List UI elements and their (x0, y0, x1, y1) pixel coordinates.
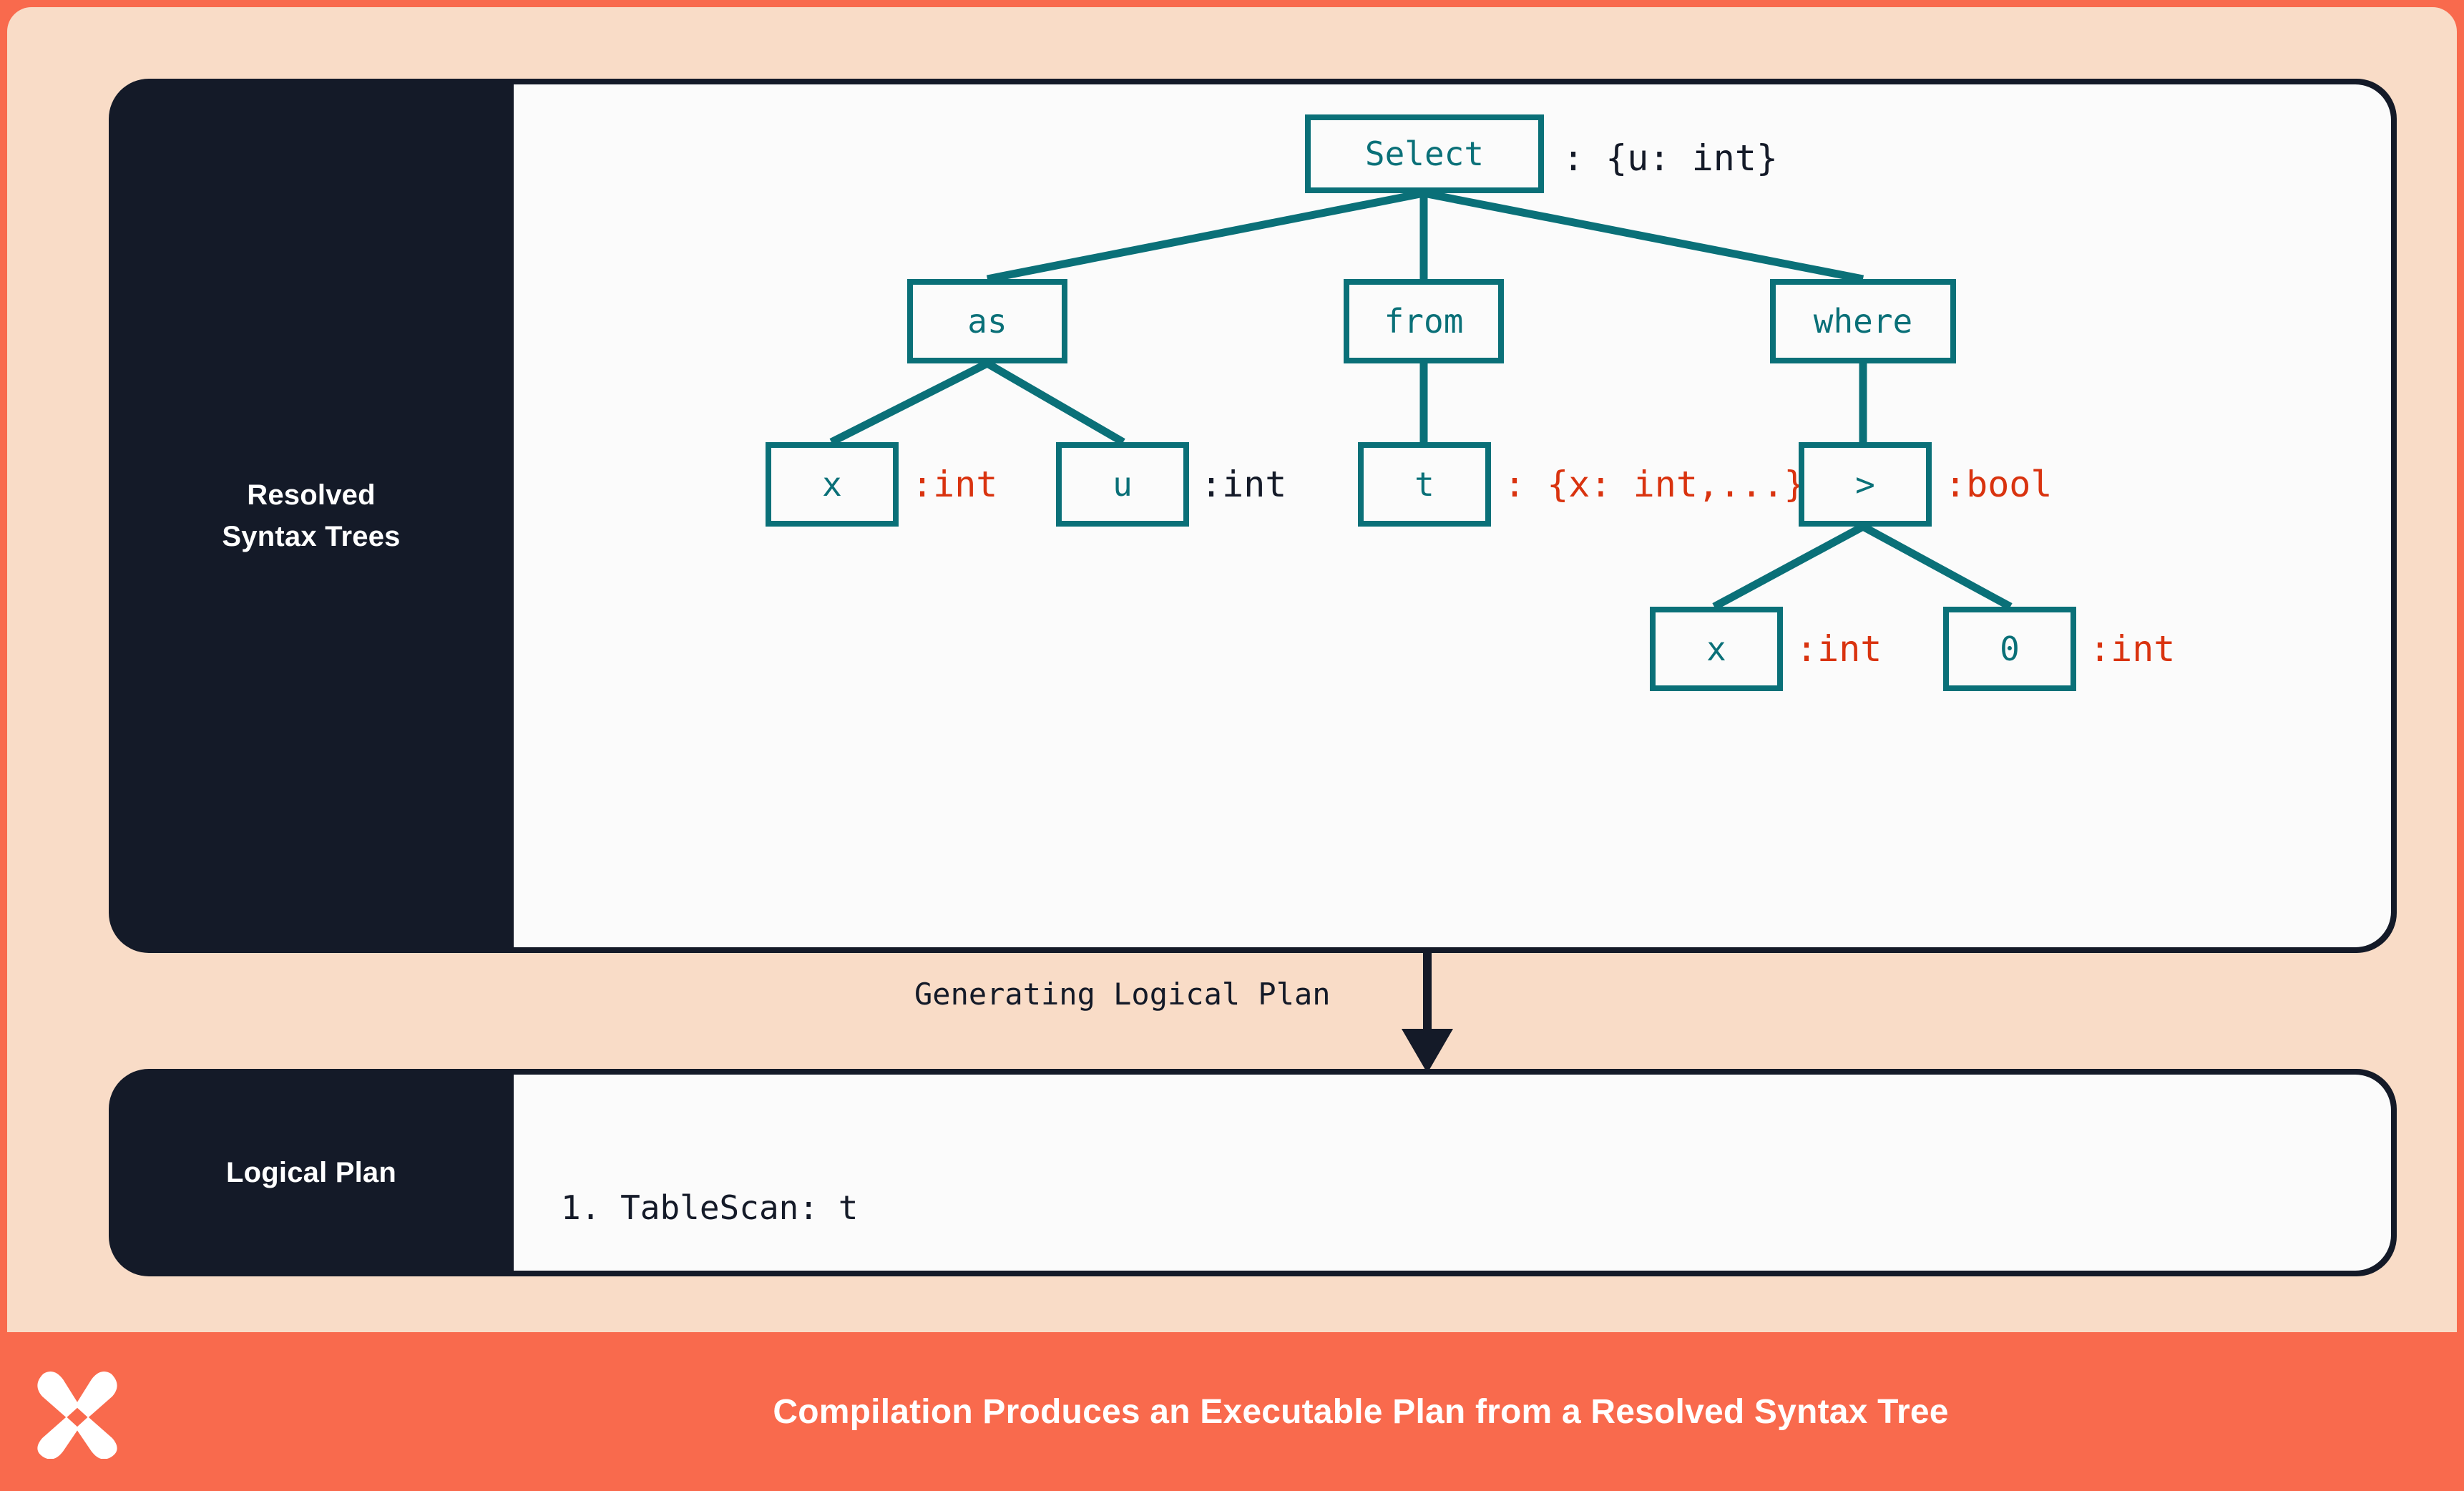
tree-node-where-label: where (1813, 302, 1913, 341)
stage-tree-label: Resolved Syntax Trees (109, 79, 514, 953)
tree-annotation-gt-zero: :int (2089, 628, 2176, 670)
tree-node-gt-x-label: x (1706, 630, 1726, 668)
tree-node-from-t-label: t (1414, 465, 1434, 504)
tree-node-from[interactable]: from (1344, 279, 1504, 363)
transition-caption: Generating Logical Plan (914, 977, 1331, 1012)
stage-tree-label-line2: Syntax Trees (222, 521, 401, 552)
tree-annotation-select: : {u: int} (1563, 137, 1779, 179)
footer-caption: Compilation Produces an Executable Plan … (773, 1392, 1949, 1431)
list-item: 1. TableScan: t (561, 1188, 859, 1228)
stage-plan-label: Logical Plan (109, 1069, 514, 1276)
tree-node-as-u[interactable]: u (1056, 442, 1189, 527)
stage-logical-plan: Logical Plan 1. TableScan: t 2. Filter: … (109, 1069, 2397, 1276)
tree-node-greater-than[interactable]: > (1799, 442, 1932, 527)
tree-node-as[interactable]: as (907, 279, 1067, 363)
tree-annotation-greater-than: :bool (1945, 464, 2053, 505)
tree-annotation-as-u: :int (1201, 464, 1287, 505)
stage-tree-label-line1: Resolved (247, 479, 376, 511)
tree-node-select[interactable]: Select (1305, 114, 1544, 193)
tree-node-gt-zero[interactable]: 0 (1943, 607, 2076, 691)
down-arrow-icon (1402, 953, 1453, 1073)
stage-plan-label-text: Logical Plan (225, 1157, 396, 1188)
tree-node-select-label: Select (1364, 135, 1485, 173)
stage-plan-body: 1. TableScan: t 2. Filter: t.x > 0 3. Pr… (514, 1075, 2391, 1271)
tree-annotation-from-t: : {x: int,...} (1504, 464, 1806, 505)
tree-node-gt-x[interactable]: x (1650, 607, 1783, 691)
diagram-canvas: Resolved Syntax Trees (7, 7, 2457, 1332)
butterfly-x-logo-icon (37, 1372, 117, 1459)
tree-node-as-x-label: x (822, 465, 842, 504)
tree-node-gt-zero-label: 0 (2000, 630, 2020, 668)
tree-node-as-label: as (967, 302, 1007, 341)
stage-tree-body: Select : {u: int} as from where x :int (514, 84, 2391, 947)
tree-annotation-as-x: :int (911, 464, 998, 505)
tree-node-as-x[interactable]: x (766, 442, 899, 527)
tree-node-as-u-label: u (1113, 465, 1133, 504)
tree-node-from-label: from (1384, 302, 1464, 341)
tree-node-greater-than-label: > (1855, 465, 1875, 504)
footer-bar: Compilation Produces an Executable Plan … (0, 1332, 2464, 1491)
tree-node-where[interactable]: where (1770, 279, 1956, 363)
tree-node-from-t[interactable]: t (1358, 442, 1491, 527)
logical-plan-step-list: 1. TableScan: t 2. Filter: t.x > 0 3. Pr… (514, 1075, 2391, 1271)
stage-resolved-syntax-trees: Resolved Syntax Trees (109, 79, 2397, 953)
tree-edges (829, 189, 2013, 610)
tree-annotation-gt-x: :int (1796, 628, 1882, 670)
